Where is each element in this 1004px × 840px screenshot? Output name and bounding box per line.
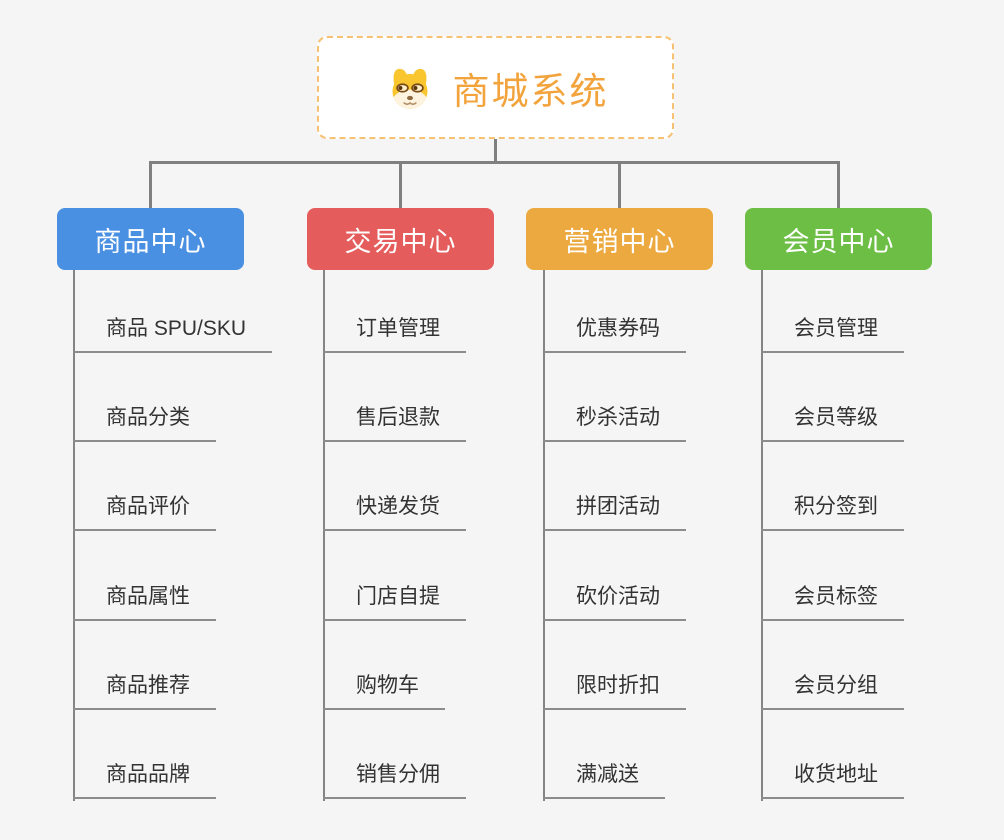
branch-node-product-center[interactable]: 商品中心 xyxy=(57,208,244,270)
leaf-node[interactable]: 售后退款 xyxy=(323,402,466,442)
branch-children-trade: 订单管理 售后退款 快递发货 门店自提 购物车 销售分佣 xyxy=(323,270,553,801)
branch-node-marketing-center[interactable]: 营销中心 xyxy=(526,208,713,270)
leaf-node[interactable]: 门店自提 xyxy=(323,581,466,621)
connector-stub xyxy=(837,161,840,209)
leaf-node[interactable]: 会员分组 xyxy=(761,670,904,710)
leaf-node[interactable]: 商品分类 xyxy=(73,402,216,442)
leaf-node[interactable]: 销售分佣 xyxy=(323,759,466,799)
leaf-node[interactable]: 会员标签 xyxy=(761,581,904,621)
leaf-node[interactable]: 收货地址 xyxy=(761,759,904,799)
branch-children-member: 会员管理 会员等级 积分签到 会员标签 会员分组 收货地址 xyxy=(761,270,991,801)
leaf-node[interactable]: 秒杀活动 xyxy=(543,402,686,442)
leaf-node[interactable]: 满减送 xyxy=(543,759,665,799)
leaf-node[interactable]: 优惠券码 xyxy=(543,313,686,353)
leaf-node[interactable]: 会员管理 xyxy=(761,313,904,353)
branch-node-trade-center[interactable]: 交易中心 xyxy=(307,208,494,270)
leaf-node[interactable]: 商品属性 xyxy=(73,581,216,621)
leaf-node[interactable]: 订单管理 xyxy=(323,313,466,353)
branch-node-member-center[interactable]: 会员中心 xyxy=(745,208,932,270)
root-title: 商城系统 xyxy=(452,70,609,112)
connector-stub xyxy=(149,161,152,209)
connector-horizontal xyxy=(149,161,840,164)
leaf-node[interactable]: 快递发货 xyxy=(323,491,466,531)
leaf-node[interactable]: 砍价活动 xyxy=(543,581,686,621)
connector-root-vertical xyxy=(494,139,497,163)
leaf-node[interactable]: 商品推荐 xyxy=(73,670,216,710)
leaf-node[interactable]: 商品品牌 xyxy=(73,759,216,799)
connector-stub xyxy=(399,161,402,209)
leaf-node[interactable]: 限时折扣 xyxy=(543,670,686,710)
branch-children-marketing: 优惠券码 秒杀活动 拼团活动 砍价活动 限时折扣 满减送 xyxy=(543,270,773,801)
leaf-node[interactable]: 商品评价 xyxy=(73,491,216,531)
leaf-node[interactable]: 积分签到 xyxy=(761,491,904,531)
root-node[interactable]: 商城系统 xyxy=(317,36,674,139)
leaf-node[interactable]: 会员等级 xyxy=(761,402,904,442)
connector-stub xyxy=(618,161,621,209)
dog-face-icon xyxy=(392,68,427,109)
branch-children-product: 商品 SPU/SKU 商品分类 商品评价 商品属性 商品推荐 商品品牌 xyxy=(73,270,303,801)
leaf-node[interactable]: 购物车 xyxy=(323,670,445,710)
leaf-node[interactable]: 拼团活动 xyxy=(543,491,686,531)
leaf-node[interactable]: 商品 SPU/SKU xyxy=(73,313,273,353)
